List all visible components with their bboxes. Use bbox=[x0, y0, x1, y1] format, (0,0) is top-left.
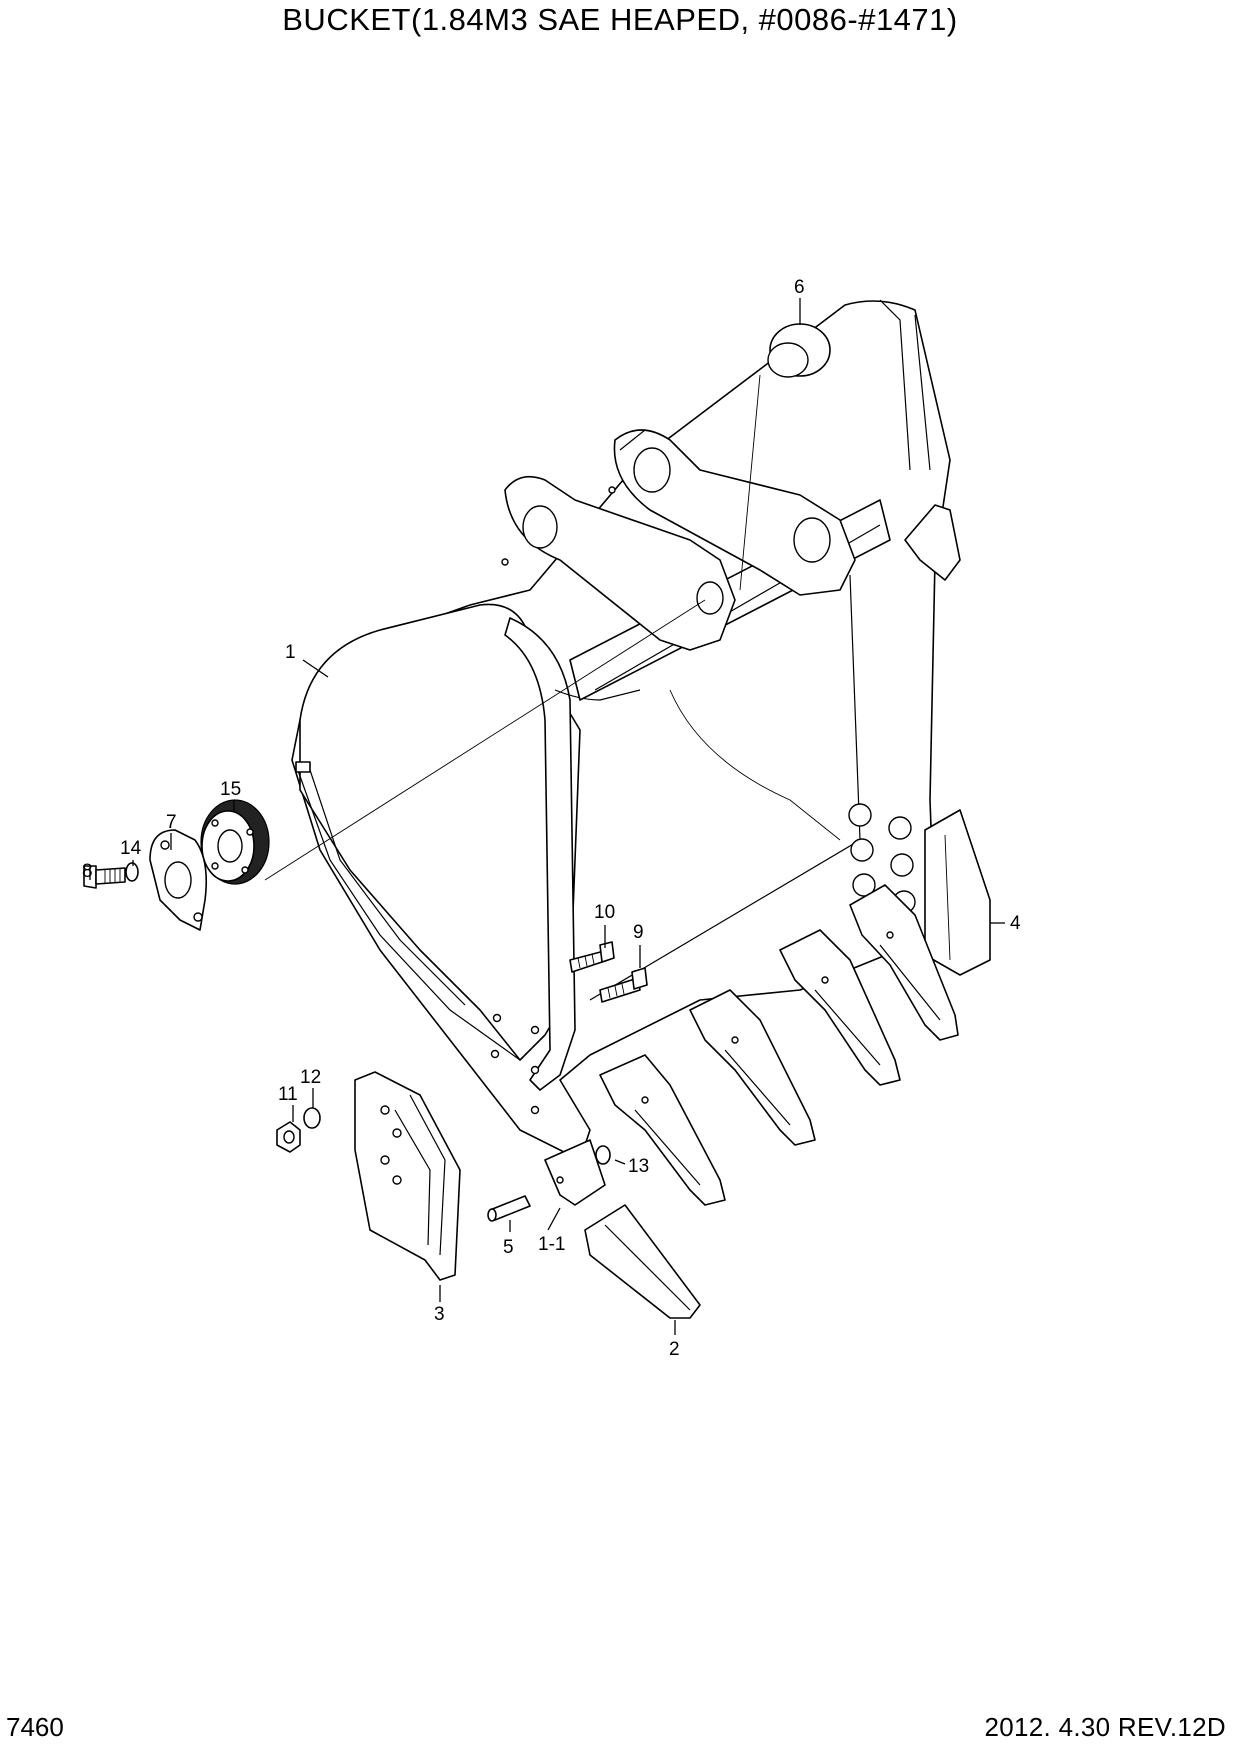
callout-11: 11 bbox=[278, 1084, 298, 1105]
revision-info: 2012. 4.30 REV.12D bbox=[984, 1712, 1226, 1742]
callout-7: 7 bbox=[166, 812, 177, 833]
page-title: BUCKET(1.84M3 SAE HEAPED, #0086-#1471) bbox=[282, 2, 958, 37]
callout-5: 5 bbox=[503, 1237, 514, 1258]
bolt-part-9 bbox=[599, 967, 648, 1003]
pin-part-5 bbox=[487, 1195, 531, 1222]
callout-3: 3 bbox=[434, 1304, 445, 1325]
link-brackets bbox=[501, 429, 856, 651]
retainer-part-13 bbox=[595, 1145, 611, 1165]
nut-part-11 bbox=[276, 1121, 301, 1153]
bolt-part-10 bbox=[569, 941, 615, 973]
adapter-part-1-1 bbox=[544, 1139, 606, 1206]
plate-holes bbox=[490, 1013, 540, 1115]
callout-9: 9 bbox=[633, 922, 644, 943]
shim-ring-part-15 bbox=[200, 799, 270, 885]
page-number: 7460 bbox=[6, 1712, 64, 1742]
flange-plate-part-7 bbox=[149, 829, 208, 931]
callout-10: 10 bbox=[594, 902, 615, 923]
callout-6: 6 bbox=[794, 277, 805, 298]
washer-part-14 bbox=[125, 862, 139, 882]
callout-8: 8 bbox=[82, 861, 93, 882]
bucket-body bbox=[291, 299, 991, 1161]
callout-labels: 1 1-1 2 3 4 5 6 7 8 9 10 11 12 13 14 15 bbox=[82, 277, 1021, 1360]
leader-lines bbox=[89, 298, 1005, 1335]
tooth-part-2 bbox=[584, 1204, 701, 1319]
callout-4: 4 bbox=[1010, 913, 1021, 934]
side-cutter-bolts bbox=[848, 803, 916, 914]
callout-13: 13 bbox=[628, 1156, 649, 1177]
teeth-row bbox=[599, 884, 959, 1206]
callout-2: 2 bbox=[669, 1339, 680, 1360]
callout-1: 1 bbox=[285, 642, 296, 663]
washer-part-12 bbox=[303, 1107, 321, 1129]
callout-15: 15 bbox=[220, 779, 241, 800]
callout-1-1: 1-1 bbox=[538, 1234, 565, 1255]
bushing-part-6 bbox=[767, 323, 831, 378]
callout-14: 14 bbox=[120, 838, 142, 859]
side-cutter-part-3 bbox=[354, 1071, 461, 1281]
callout-12: 12 bbox=[300, 1067, 321, 1088]
